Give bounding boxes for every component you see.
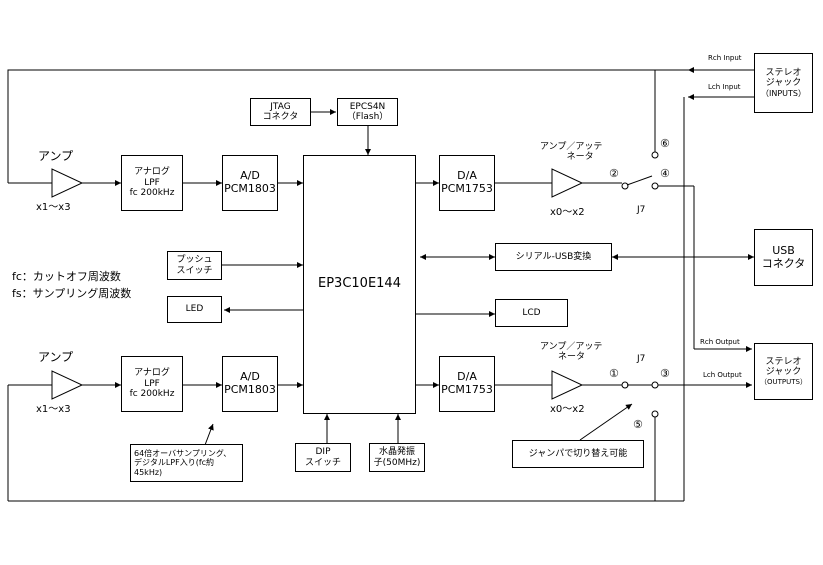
fpga-label: EP3C10E144	[318, 276, 401, 292]
xtal-line2: 子(50MHz)	[373, 457, 421, 468]
epcs-line2: （Flash）	[346, 112, 389, 122]
jack-out-line2: ジャック	[765, 367, 802, 378]
usb-line1: USB	[772, 243, 795, 257]
dac-bottom-block: D/A PCM1753	[439, 356, 495, 412]
analog-lpf-bottom-block: アナログ LPF fc 200kHz	[121, 356, 183, 412]
pin-6-label: ⑥	[660, 137, 670, 150]
stereo-jack-outputs-block: ステレオ ジャック （OUTPUTS）	[754, 343, 813, 400]
push-line2: スイッチ	[176, 265, 213, 276]
amp-att-top-label: アンプ／アッテ ネータ	[540, 142, 603, 163]
lpf-top-line3: fc 200kHz	[129, 188, 175, 199]
jumper-note-label: ジャンパで切り替え可能	[528, 448, 628, 459]
amp-input-bottom-label: アンプ	[38, 350, 74, 364]
analog-lpf-top-block: アナログ LPF fc 200kHz	[121, 155, 183, 211]
rch-output-label: Rch Output	[700, 338, 740, 346]
dip-line2: スイッチ	[304, 457, 341, 468]
dac-top-line1: D/A	[457, 169, 477, 183]
amp-att-top-line1: アンプ／アッテ	[540, 142, 603, 152]
j7-top-label: J7	[637, 205, 646, 215]
amp-input-top-label: アンプ	[38, 149, 74, 163]
pin-1-label: ①	[609, 367, 619, 380]
lpf-top-line1: アナログ	[134, 167, 170, 178]
serial-usb-converter-block: シリアル-USB変換	[495, 243, 612, 271]
push-switch-block: プッシュ スイッチ	[167, 251, 222, 280]
jack-in-line3: （INPUTS）	[761, 88, 806, 98]
amp-att-bottom-label: アンプ／アッテ ネータ	[540, 342, 603, 363]
pin-4-label: ④	[660, 167, 670, 180]
pin-3-label: ③	[660, 367, 670, 380]
jack-out-line3: （OUTPUTS）	[760, 377, 807, 386]
adc-top-line1: A/D	[240, 169, 260, 183]
usb-connector-block: USB コネクタ	[754, 229, 813, 286]
adc-bottom-block: A/D PCM1803	[222, 356, 278, 412]
epcs-line1: EPCS4N	[349, 101, 386, 112]
epcs-flash-block: EPCS4N （Flash）	[337, 98, 398, 126]
amp-att-bot-line1: アンプ／アッテ	[540, 342, 603, 352]
j7-bottom-label: J7	[637, 354, 646, 364]
fs-legend: fs：サンプリング周波数	[12, 287, 132, 300]
amp-att-bot-line2: ネータ	[558, 351, 586, 362]
pin-5-label: ⑤	[633, 418, 643, 431]
gain-input-top-label: x1～x3	[36, 202, 71, 213]
lcd-label: LCD	[522, 307, 541, 318]
note-line1: 64倍オーバサンプリング、	[134, 449, 232, 459]
fc-legend: fc：カットオフ周波数	[12, 270, 121, 283]
lpf-top-line2: LPF	[144, 177, 160, 188]
jack-in-line2: ジャック	[765, 78, 802, 89]
gain-output-bottom-label: x0～x2	[550, 404, 585, 415]
lpf-bot-line2: LPF	[144, 378, 160, 389]
jtag-line1: JTAG	[270, 101, 291, 112]
lpf-bot-line3: fc 200kHz	[129, 389, 175, 400]
rch-input-label: Rch Input	[708, 54, 742, 62]
adc-top-line2: PCM1803	[224, 182, 276, 195]
push-line1: プッシュ	[176, 255, 213, 266]
dip-line1: DIP	[315, 447, 331, 458]
lcd-block: LCD	[495, 299, 568, 327]
gain-input-bottom-label: x1～x3	[36, 404, 71, 415]
led-block: LED	[167, 296, 222, 323]
jack-in-line1: ステレオ	[765, 68, 802, 79]
fpga-block: EP3C10E144	[303, 155, 416, 414]
usb-line2: コネクタ	[761, 256, 806, 270]
jack-out-line1: ステレオ	[765, 357, 802, 368]
adc-top-block: A/D PCM1803	[222, 155, 278, 211]
jtag-connector-block: JTAG コネクタ	[250, 98, 311, 126]
dac-top-block: D/A PCM1753	[439, 155, 495, 211]
crystal-oscillator-block: 水晶発振 子(50MHz)	[369, 443, 425, 472]
lch-input-label: Lch Input	[708, 83, 741, 91]
led-label: LED	[185, 304, 204, 315]
lpf-bot-line1: アナログ	[134, 368, 170, 379]
dac-top-line2: PCM1753	[441, 182, 493, 195]
note-line3: 45kHz)	[134, 467, 163, 477]
dac-bot-line2: PCM1753	[441, 383, 493, 396]
note-line2: デジタルLPF入り(fc約	[134, 458, 215, 468]
jumper-note-box: ジャンパで切り替え可能	[512, 440, 644, 468]
jtag-line2: コネクタ	[262, 112, 299, 122]
adc-bot-line2: PCM1803	[224, 383, 276, 396]
pin-2-label: ②	[609, 167, 619, 180]
dac-bot-line1: D/A	[457, 370, 477, 384]
oversampling-note-box: 64倍オーバサンプリング、 デジタルLPF入り(fc約 45kHz)	[130, 444, 243, 482]
lch-output-label: Lch Output	[703, 371, 742, 379]
dip-switch-block: DIP スイッチ	[295, 443, 351, 472]
gain-output-top-label: x0～x2	[550, 207, 585, 218]
amp-att-top-line2: ネータ	[566, 151, 594, 162]
adc-bot-line1: A/D	[240, 370, 260, 384]
serial-usb-label: シリアル-USB変換	[515, 251, 592, 262]
stereo-jack-inputs-block: ステレオ ジャック （INPUTS）	[754, 53, 813, 113]
xtal-line1: 水晶発振	[378, 447, 415, 458]
